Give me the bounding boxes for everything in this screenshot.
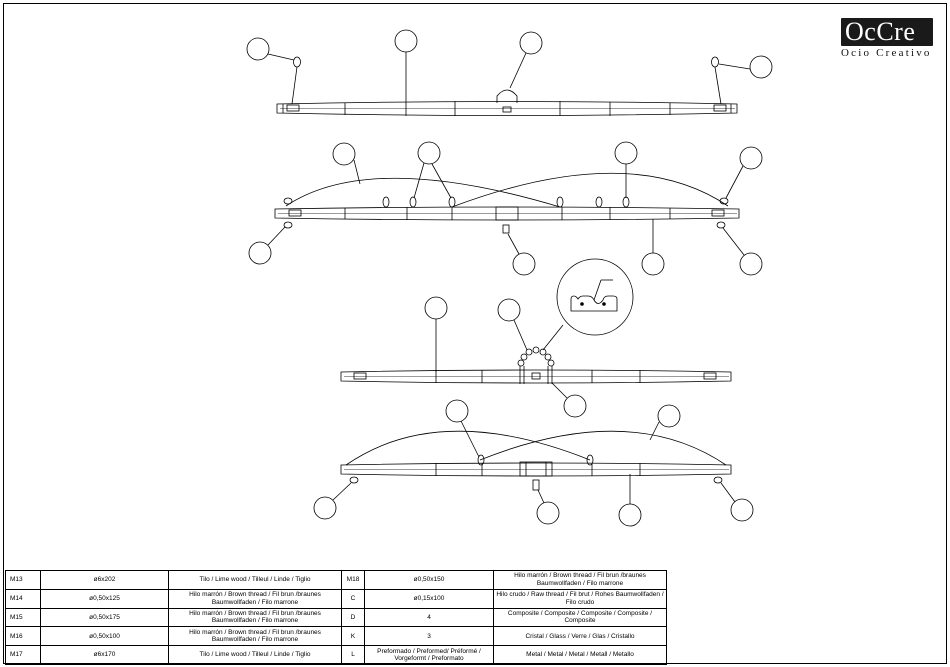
logo-wordmark: OcCre [845, 17, 916, 46]
callout-circle [246, 37, 270, 61]
part-material: Tilo / Lime wood / Tilleul / Linde / Tig… [168, 570, 342, 590]
lift-line [451, 172, 729, 208]
block [283, 221, 293, 229]
parrel-arch [496, 89, 518, 103]
part-ref: L [341, 645, 365, 665]
table-row: M17 ø6x170 Tilo / Lime wood / Tilleul / … [5, 645, 667, 665]
callout-circle [563, 394, 587, 418]
yard-figure-2 [248, 141, 763, 276]
callout-circle [445, 399, 469, 423]
part-ref: M18 [341, 570, 365, 590]
part-dimension: ø6x202 [40, 570, 169, 590]
callout-circle [614, 141, 638, 165]
part-material: Hilo crudo / Raw thread / Fil brut / Roh… [493, 588, 667, 609]
part-material: Cristal / Glass / Verre / Glas / Cristal… [493, 626, 667, 647]
part-dimension: ø0,50x100 [40, 626, 169, 647]
part-ref: K [341, 626, 365, 647]
yard-spar [276, 101, 738, 116]
callout-circle [417, 141, 441, 165]
callout-circle [730, 498, 754, 522]
table-row: M14 ø0,50x125 Hilo marrón / Brown thread… [5, 588, 667, 609]
part-ref: M14 [5, 588, 41, 609]
part-ref: M17 [5, 645, 41, 665]
detail-magnifier [556, 258, 634, 336]
parrel-rib-detail [570, 295, 618, 312]
block [716, 221, 726, 229]
yard-spar [274, 206, 740, 221]
lift-line [345, 430, 591, 466]
logo-tagline: Ocio Creativo [841, 47, 932, 59]
callout-circle [749, 55, 773, 79]
yard-figure-1 [246, 29, 773, 116]
part-ref: M13 [5, 570, 41, 590]
callout-circle [519, 31, 543, 55]
part-ref: M16 [5, 626, 41, 647]
part-ref: D [341, 607, 365, 628]
part-ref: M15 [5, 607, 41, 628]
table-row: M16 ø0,50x100 Hilo marrón / Brown thread… [5, 626, 667, 647]
parrel-beads [517, 346, 555, 367]
callout-circle [394, 29, 418, 53]
part-dimension: ø0,50x150 [364, 570, 494, 590]
part-material: Hilo marrón / Brown thread / Fil brun /b… [168, 588, 342, 609]
logo-box [841, 18, 933, 46]
part-dimension: ø0,15x100 [364, 588, 494, 609]
yard-spar [340, 462, 732, 477]
table-row: M13 ø6x202 Tilo / Lime wood / Tilleul / … [5, 570, 667, 590]
block [711, 56, 719, 68]
part-material: Metal / Metal / Metal / Metall / Metallo [493, 645, 667, 665]
part-dimension: Preformado / Preformed/ Préformé / Vorge… [364, 645, 494, 665]
block [713, 476, 723, 484]
part-material: Tilo / Lime wood / Tilleul / Linde / Tig… [168, 645, 342, 665]
callout-circle [497, 298, 521, 322]
block [719, 197, 729, 205]
yard-figure-4 [313, 399, 754, 527]
part-dimension: 4 [364, 607, 494, 628]
callout-circle [641, 252, 665, 276]
callout-circle [536, 501, 560, 525]
callout-circle [313, 496, 337, 520]
table-row: M15 ø0,50x175 Hilo marrón / Brown thread… [5, 607, 667, 628]
callout-circle [657, 404, 681, 428]
yard-figure-3 [340, 258, 732, 418]
part-dimension: ø6x170 [40, 645, 169, 665]
callout-circle [248, 241, 272, 265]
callout-circle [739, 146, 763, 170]
part-dimension: ø0,50x175 [40, 607, 169, 628]
parts-table: M13 ø6x202 Tilo / Lime wood / Tilleul / … [5, 570, 667, 665]
brand-logo: OcCre Ocio Creativo [839, 16, 939, 62]
block [283, 197, 293, 205]
callout-circle [618, 503, 642, 527]
block [293, 56, 301, 68]
part-dimension: ø0,50x125 [40, 588, 169, 609]
part-material: Hilo marrón / Brown thread / Fil brun /b… [168, 607, 342, 628]
callout-circle [512, 252, 536, 276]
yard-spar [340, 369, 732, 384]
part-material: Hilo marrón / Brown thread / Fil brun /b… [168, 626, 342, 647]
part-material: Composite / Composite / Composite / Comp… [493, 607, 667, 628]
callout-circle [739, 252, 763, 276]
part-ref: C [341, 588, 365, 609]
part-material: Hilo marrón / Brown thread / Fil brun /b… [493, 570, 667, 590]
lift-line [285, 177, 561, 208]
lift-line [479, 430, 727, 466]
callout-circle [424, 296, 448, 320]
block [349, 476, 359, 484]
part-dimension: 3 [364, 626, 494, 647]
callout-circle [332, 142, 356, 166]
